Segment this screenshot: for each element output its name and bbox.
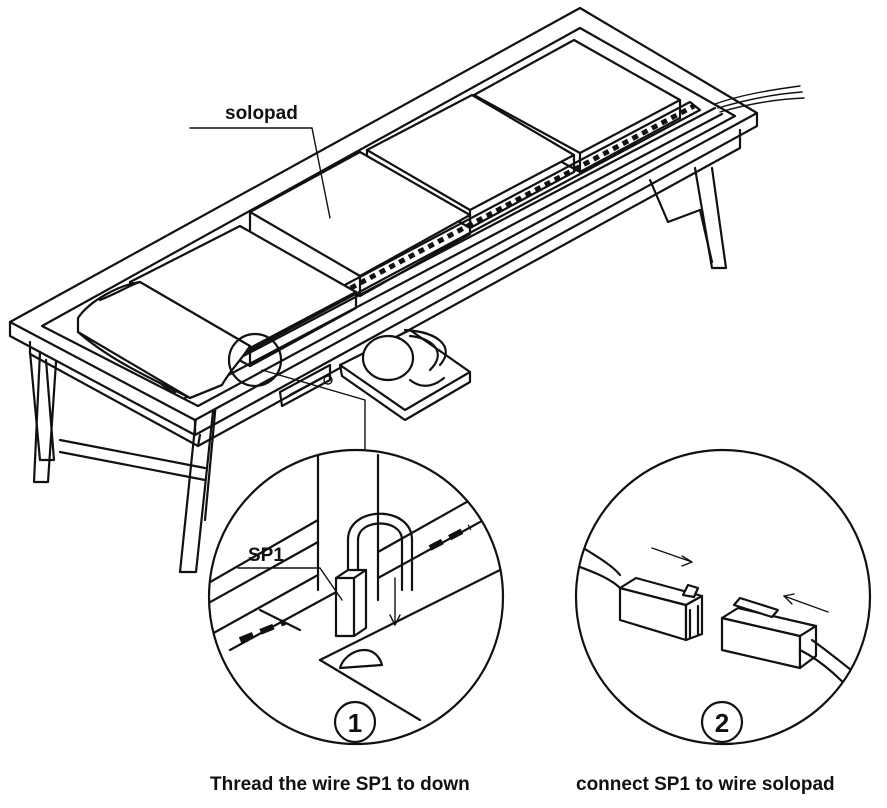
drawer <box>338 328 472 422</box>
solopad-leader-line <box>189 127 331 219</box>
detail-leader-line <box>261 369 366 453</box>
detail-1: SP1 1 <box>207 448 505 746</box>
solopad-label: solopad <box>225 103 298 124</box>
sp1-leader-line <box>237 567 343 601</box>
table <box>8 6 805 574</box>
sp1-label: SP1 <box>248 545 284 566</box>
step-2-caption: connect SP1 to wire solopad <box>576 774 835 795</box>
solopad-callout: solopad <box>189 103 331 219</box>
detail-marker-circle <box>227 332 283 388</box>
step-1-number: 1 <box>348 708 362 738</box>
controller-box <box>278 363 333 408</box>
step-2-number: 2 <box>715 708 729 738</box>
step-1-badge <box>333 700 377 744</box>
solopad-blocks <box>76 38 682 400</box>
detail-2: 2 <box>574 448 872 746</box>
cable <box>714 85 801 105</box>
step-2-badge <box>700 700 744 744</box>
detail-2-circle <box>574 448 872 746</box>
step-1-caption: Thread the wire SP1 to down <box>210 774 470 795</box>
